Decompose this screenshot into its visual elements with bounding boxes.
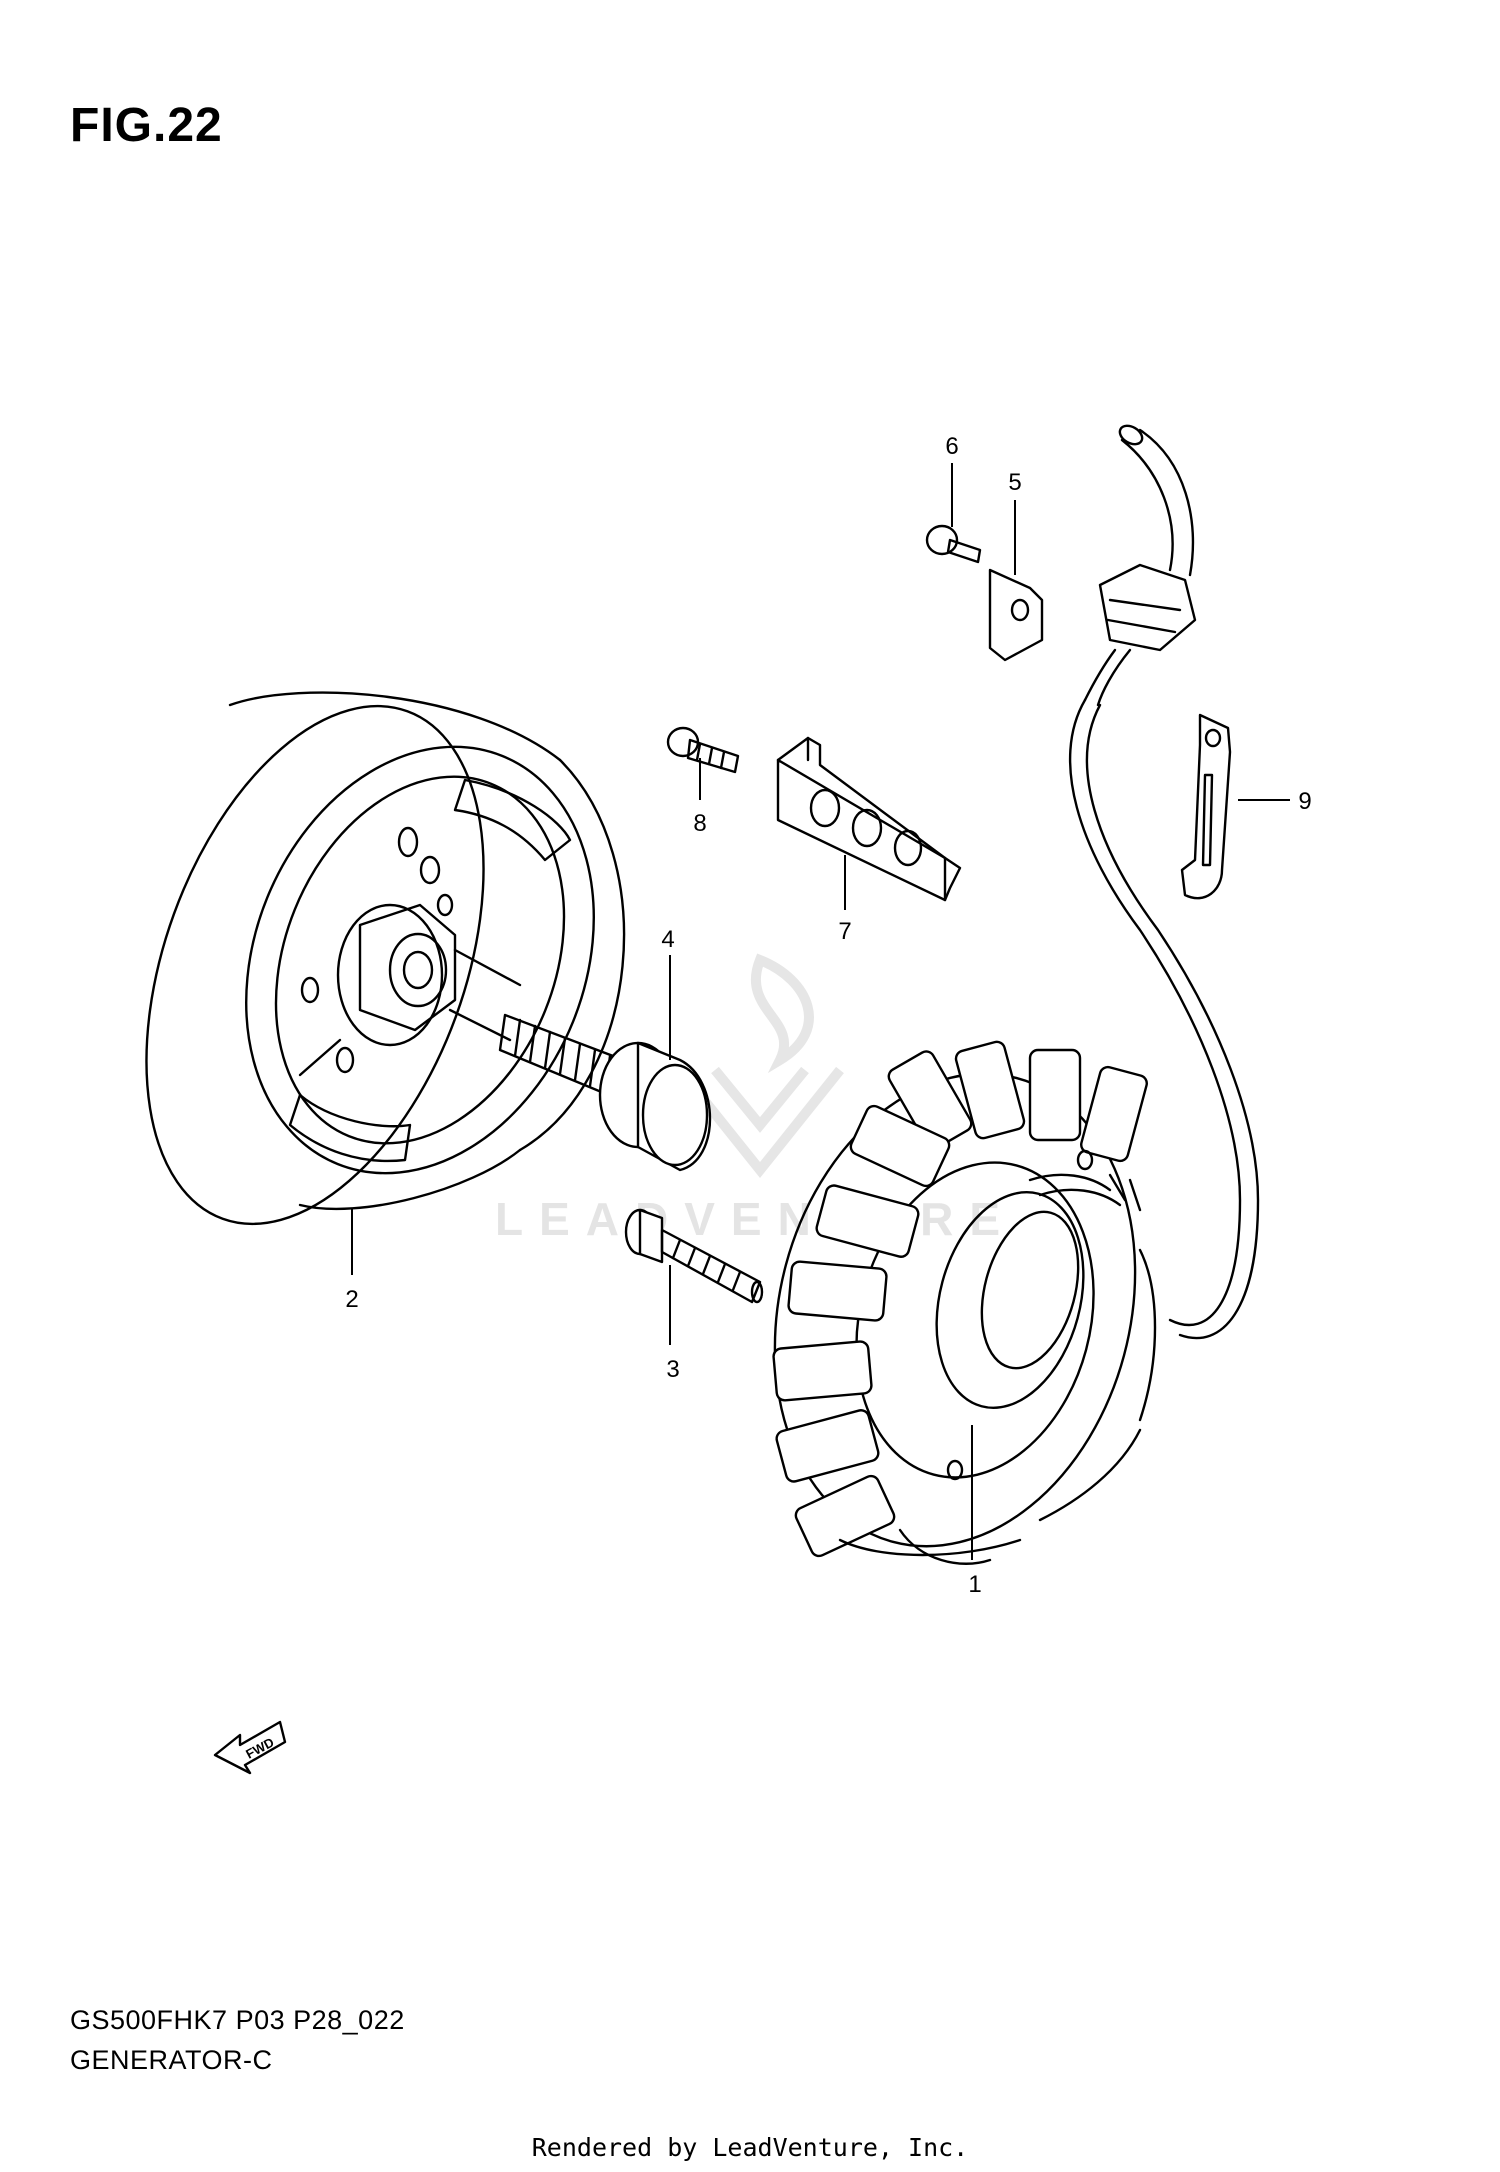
rotor-bolt-drawing [498,1013,712,1172]
callout-9: 9 [1298,788,1312,815]
wire-harness-drawing [1068,424,1260,1340]
clamp-9-drawing [1180,713,1232,900]
leader-lines [351,463,1290,1560]
screw-8-drawing [666,726,740,774]
stator-drawing [772,1040,1157,1565]
callout-2: 2 [345,1286,359,1313]
plate-drawing [776,736,962,902]
bolt-drawing [624,1208,764,1304]
model-code: GS500FHK7 P03 P28_022 [70,2005,405,2035]
rotor-drawing [145,691,626,1226]
fwd-direction-arrow: FWD [213,1720,287,1775]
callout-4: 4 [661,926,675,953]
footer-credit: Rendered by LeadVenture, Inc. [531,2133,969,2162]
callout-3: 3 [666,1356,680,1383]
screw-6-drawing [925,524,982,564]
callout-5: 5 [1008,469,1022,496]
callout-6: 6 [945,433,959,460]
callout-8: 8 [693,810,707,837]
figure-title: FIG.22 [70,99,223,152]
clamp-5-drawing [988,568,1044,662]
callout-7: 7 [838,918,852,945]
section-name: GENERATOR-C [70,2045,273,2075]
callout-1: 1 [968,1571,982,1598]
